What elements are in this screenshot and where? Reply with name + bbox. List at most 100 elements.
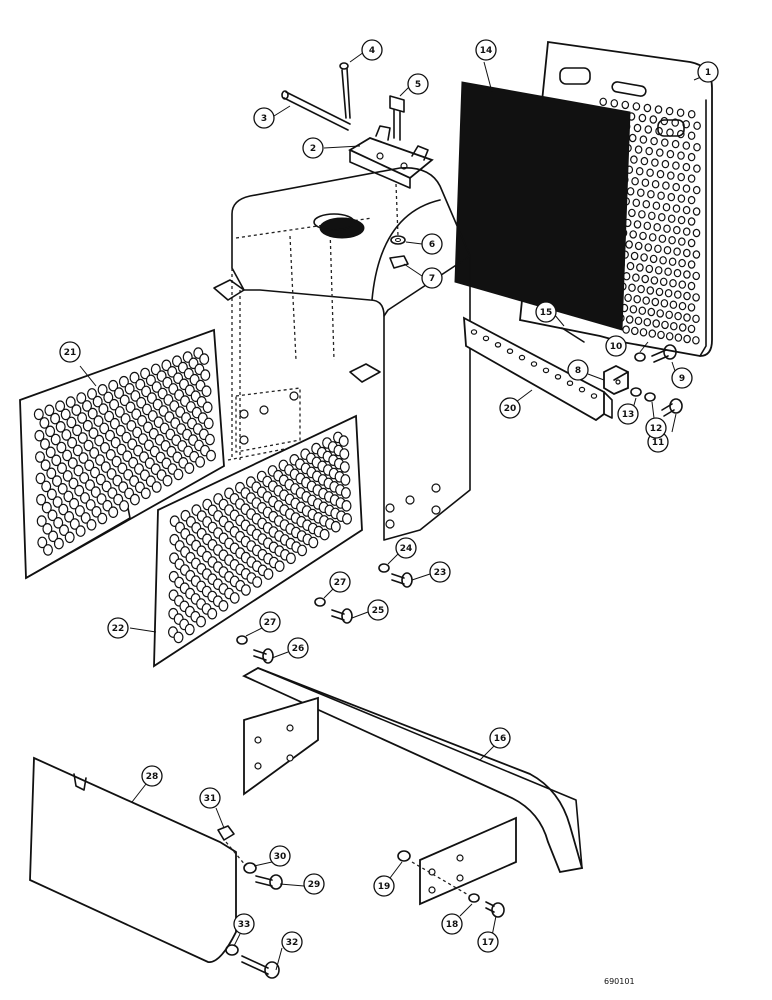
callout-8: 8: [567, 359, 589, 381]
perforation-hole: [693, 164, 701, 173]
perforation-hole: [629, 230, 638, 239]
perforation-hole: [678, 280, 687, 289]
perforation-hole: [687, 260, 696, 269]
perforation-hole: [83, 439, 94, 452]
perforation-hole: [75, 525, 86, 537]
perforation-hole: [63, 490, 74, 503]
bolt-32: [241, 955, 280, 979]
perforation-hole: [599, 97, 608, 107]
perforation-hole: [651, 158, 659, 167]
perforation-hole: [252, 576, 263, 588]
perforation-hole: [200, 369, 211, 381]
perforation-hole: [678, 323, 687, 332]
perforation-hole: [693, 142, 701, 152]
perforation-hole: [51, 475, 62, 487]
perforation-hole: [682, 141, 691, 150]
perforation-hole: [118, 375, 129, 388]
perforation-hole: [692, 250, 701, 259]
perforation-hole: [53, 537, 64, 550]
rail-hole: [542, 367, 550, 374]
perforation-hole: [638, 113, 647, 123]
perforation-hole: [663, 224, 671, 233]
perforation-hole: [68, 477, 79, 490]
perforation-hole: [673, 290, 682, 299]
perforation-hole: [162, 474, 173, 487]
perforation-hole: [204, 433, 215, 446]
perforation-hole: [285, 552, 296, 565]
perforation-hole: [184, 462, 195, 474]
perforation-hole: [665, 332, 674, 341]
perforation-hole: [106, 468, 117, 480]
perforation-hole: [45, 425, 56, 438]
perforation-hole: [657, 191, 665, 200]
perforation-hole: [628, 133, 637, 143]
svg-text:13: 13: [622, 410, 635, 420]
perforation-hole: [173, 468, 184, 481]
callout-24: 24: [395, 537, 417, 559]
perforation-hole: [682, 162, 691, 172]
perforation-hole: [173, 631, 184, 644]
perforation-hole: [37, 536, 48, 549]
perforation-hole: [96, 493, 107, 505]
washer-13: [630, 387, 642, 397]
perforation-hole: [97, 512, 108, 525]
perforation-hole: [653, 222, 662, 232]
bolt-9: [651, 344, 677, 363]
side-grille-panel-front: [153, 414, 363, 668]
bolt-17: [485, 901, 505, 918]
perforation-hole: [85, 499, 96, 511]
side-grille-panel-left: [19, 328, 225, 580]
svg-text:14: 14: [480, 46, 493, 56]
perforation-hole: [645, 146, 654, 156]
perforation-hole: [626, 187, 635, 196]
perforation-hole: [94, 434, 105, 447]
perforation-hole: [99, 422, 110, 435]
perforation-hole: [628, 208, 636, 218]
perforation-hole: [651, 179, 660, 189]
svg-text:25: 25: [372, 606, 385, 616]
callout-7: 7: [421, 267, 443, 289]
perforation-hole: [641, 178, 650, 187]
perforation-hole: [94, 454, 105, 466]
svg-text:3: 3: [261, 114, 267, 124]
perforation-hole: [677, 172, 686, 182]
perforation-hole: [42, 544, 53, 556]
perforation-hole: [630, 326, 639, 336]
perforation-hole: [687, 238, 696, 248]
perforation-hole: [662, 181, 670, 190]
perforation-hole: [341, 499, 352, 512]
svg-text:32: 32: [286, 938, 299, 948]
svg-text:12: 12: [650, 424, 663, 434]
perforation-hole: [669, 322, 678, 331]
perforation-hole: [644, 125, 653, 134]
perforation-hole: [184, 623, 195, 636]
perforation-hole: [125, 401, 136, 414]
perforation-hole: [86, 388, 97, 400]
perforation-hole: [108, 506, 119, 518]
perforation-hole: [630, 155, 638, 164]
nut-31: [217, 825, 235, 841]
perforation-hole: [647, 307, 656, 317]
perforation-hole: [60, 408, 71, 421]
perforation-hole: [199, 353, 210, 365]
perforation-hole: [263, 568, 274, 580]
radiator-housing: [213, 167, 471, 541]
perforation-hole: [687, 131, 696, 140]
perforation-hole: [687, 195, 696, 205]
perforation-hole: [639, 328, 648, 337]
callout-3: 3: [253, 107, 275, 129]
perforation-hole: [78, 452, 89, 464]
perforation-hole: [140, 367, 151, 380]
perforation-hole: [50, 412, 61, 425]
perforation-hole: [52, 496, 63, 508]
perforation-hole: [664, 289, 673, 298]
perforation-hole: [229, 592, 240, 604]
perforation-hole: [130, 390, 141, 402]
perforation-hole: [58, 503, 69, 516]
perforation-hole: [634, 145, 643, 154]
perforation-hole: [671, 139, 680, 149]
perforation-hole: [42, 522, 53, 535]
perforation-hole: [140, 487, 151, 500]
bolt-29: [255, 874, 283, 890]
